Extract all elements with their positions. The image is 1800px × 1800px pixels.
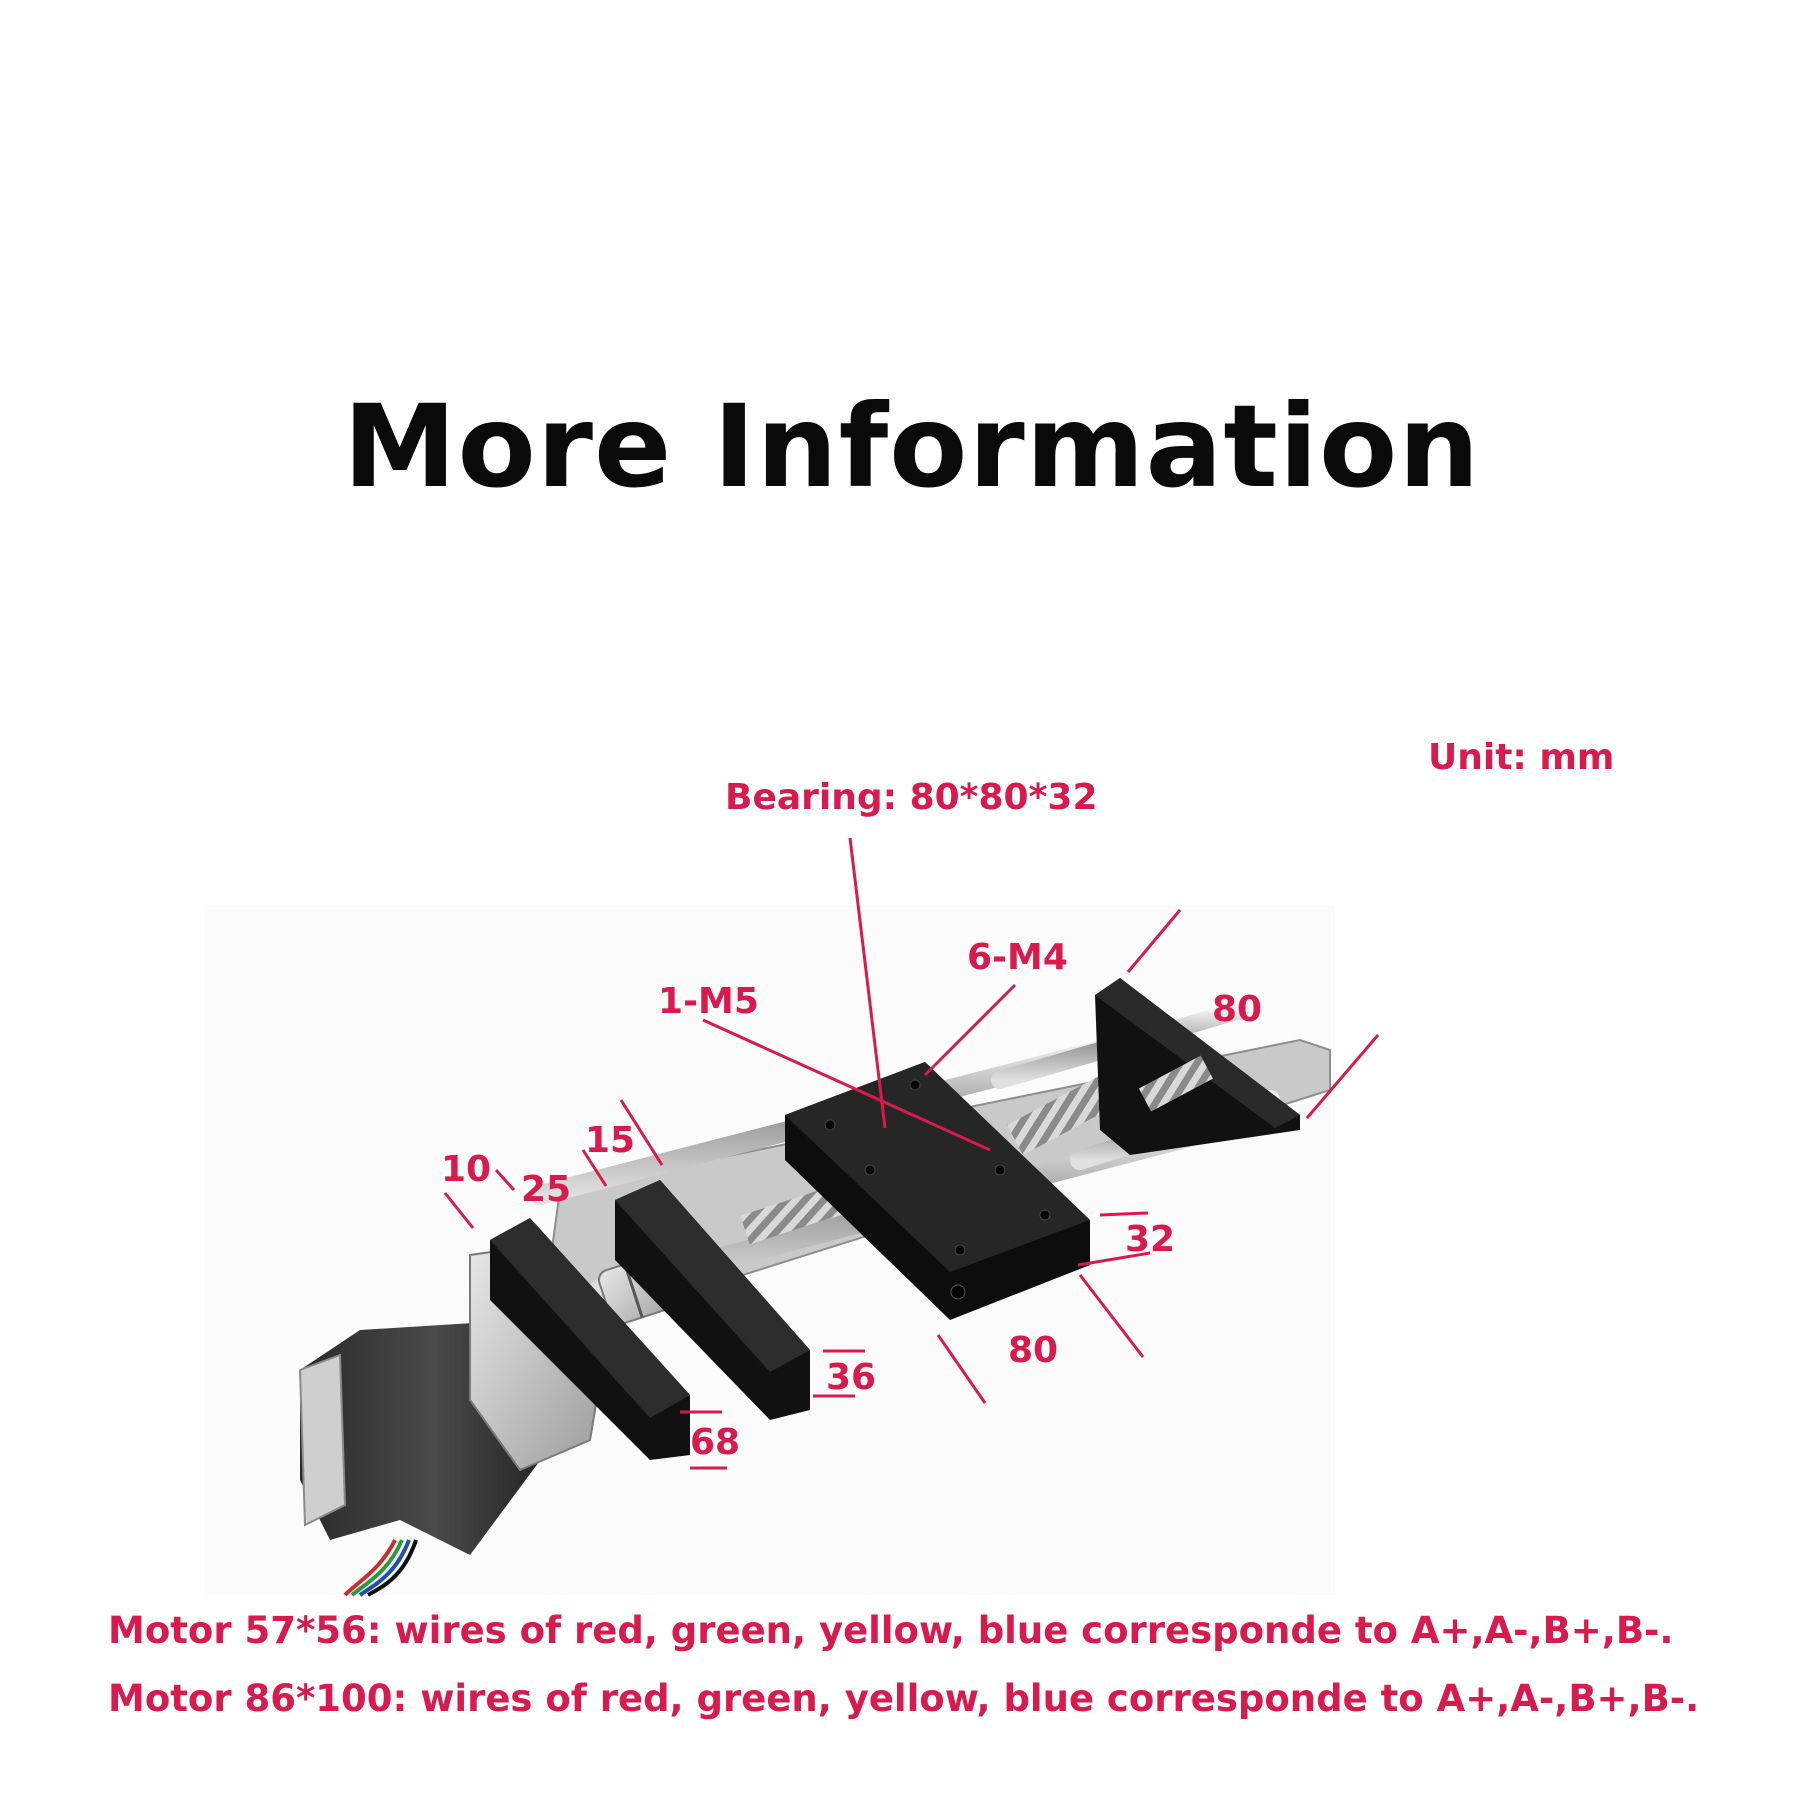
d15-tick-a — [581, 1149, 608, 1187]
motor-wires — [343, 1539, 418, 1597]
spring — [1138, 1055, 1213, 1112]
support-block-top — [615, 1180, 810, 1372]
m5-label: 1-M5 — [658, 981, 759, 1022]
dim-25-label: 25 — [521, 1169, 572, 1210]
bearing-leader — [848, 837, 887, 1129]
end-block-motor-side-top — [490, 1218, 690, 1418]
slider-width-b — [1078, 1274, 1145, 1358]
slider-table — [785, 1062, 1090, 1320]
page-title: More Information — [343, 380, 1481, 513]
d32-top — [1099, 1211, 1149, 1217]
slider-width-a — [936, 1334, 987, 1404]
dim-10-label: 10 — [441, 1149, 492, 1190]
d32-bottom — [1077, 1251, 1151, 1267]
end-width-label: 80 — [1212, 989, 1263, 1030]
dim-32-label: 32 — [1125, 1219, 1176, 1260]
motor-note-57: Motor 57*56: wires of red, green, yellow… — [108, 1609, 1674, 1652]
dim-36-label: 36 — [826, 1357, 877, 1398]
motor-face-plate — [298, 1353, 347, 1527]
dim-15-label: 15 — [585, 1120, 636, 1161]
m5-leader — [702, 1018, 991, 1152]
m4-label: 6-M4 — [967, 937, 1068, 978]
d15-tick-b — [619, 1099, 664, 1166]
d25-tick — [494, 1168, 516, 1192]
motor-note-86: Motor 86*100: wires of red, green, yello… — [108, 1677, 1700, 1720]
bearing-label: Bearing: 80*80*32 — [725, 777, 1098, 818]
dimension-lines — [443, 837, 1380, 1470]
slider-width-label: 80 — [1008, 1330, 1059, 1371]
m4-leader — [923, 983, 1017, 1077]
unit-label: Unit: mm — [1428, 737, 1615, 778]
end-width-bottom — [1305, 1034, 1380, 1119]
end-width-top — [1126, 909, 1182, 973]
d10-tick — [443, 1192, 475, 1229]
dim-68-label: 68 — [690, 1422, 741, 1463]
